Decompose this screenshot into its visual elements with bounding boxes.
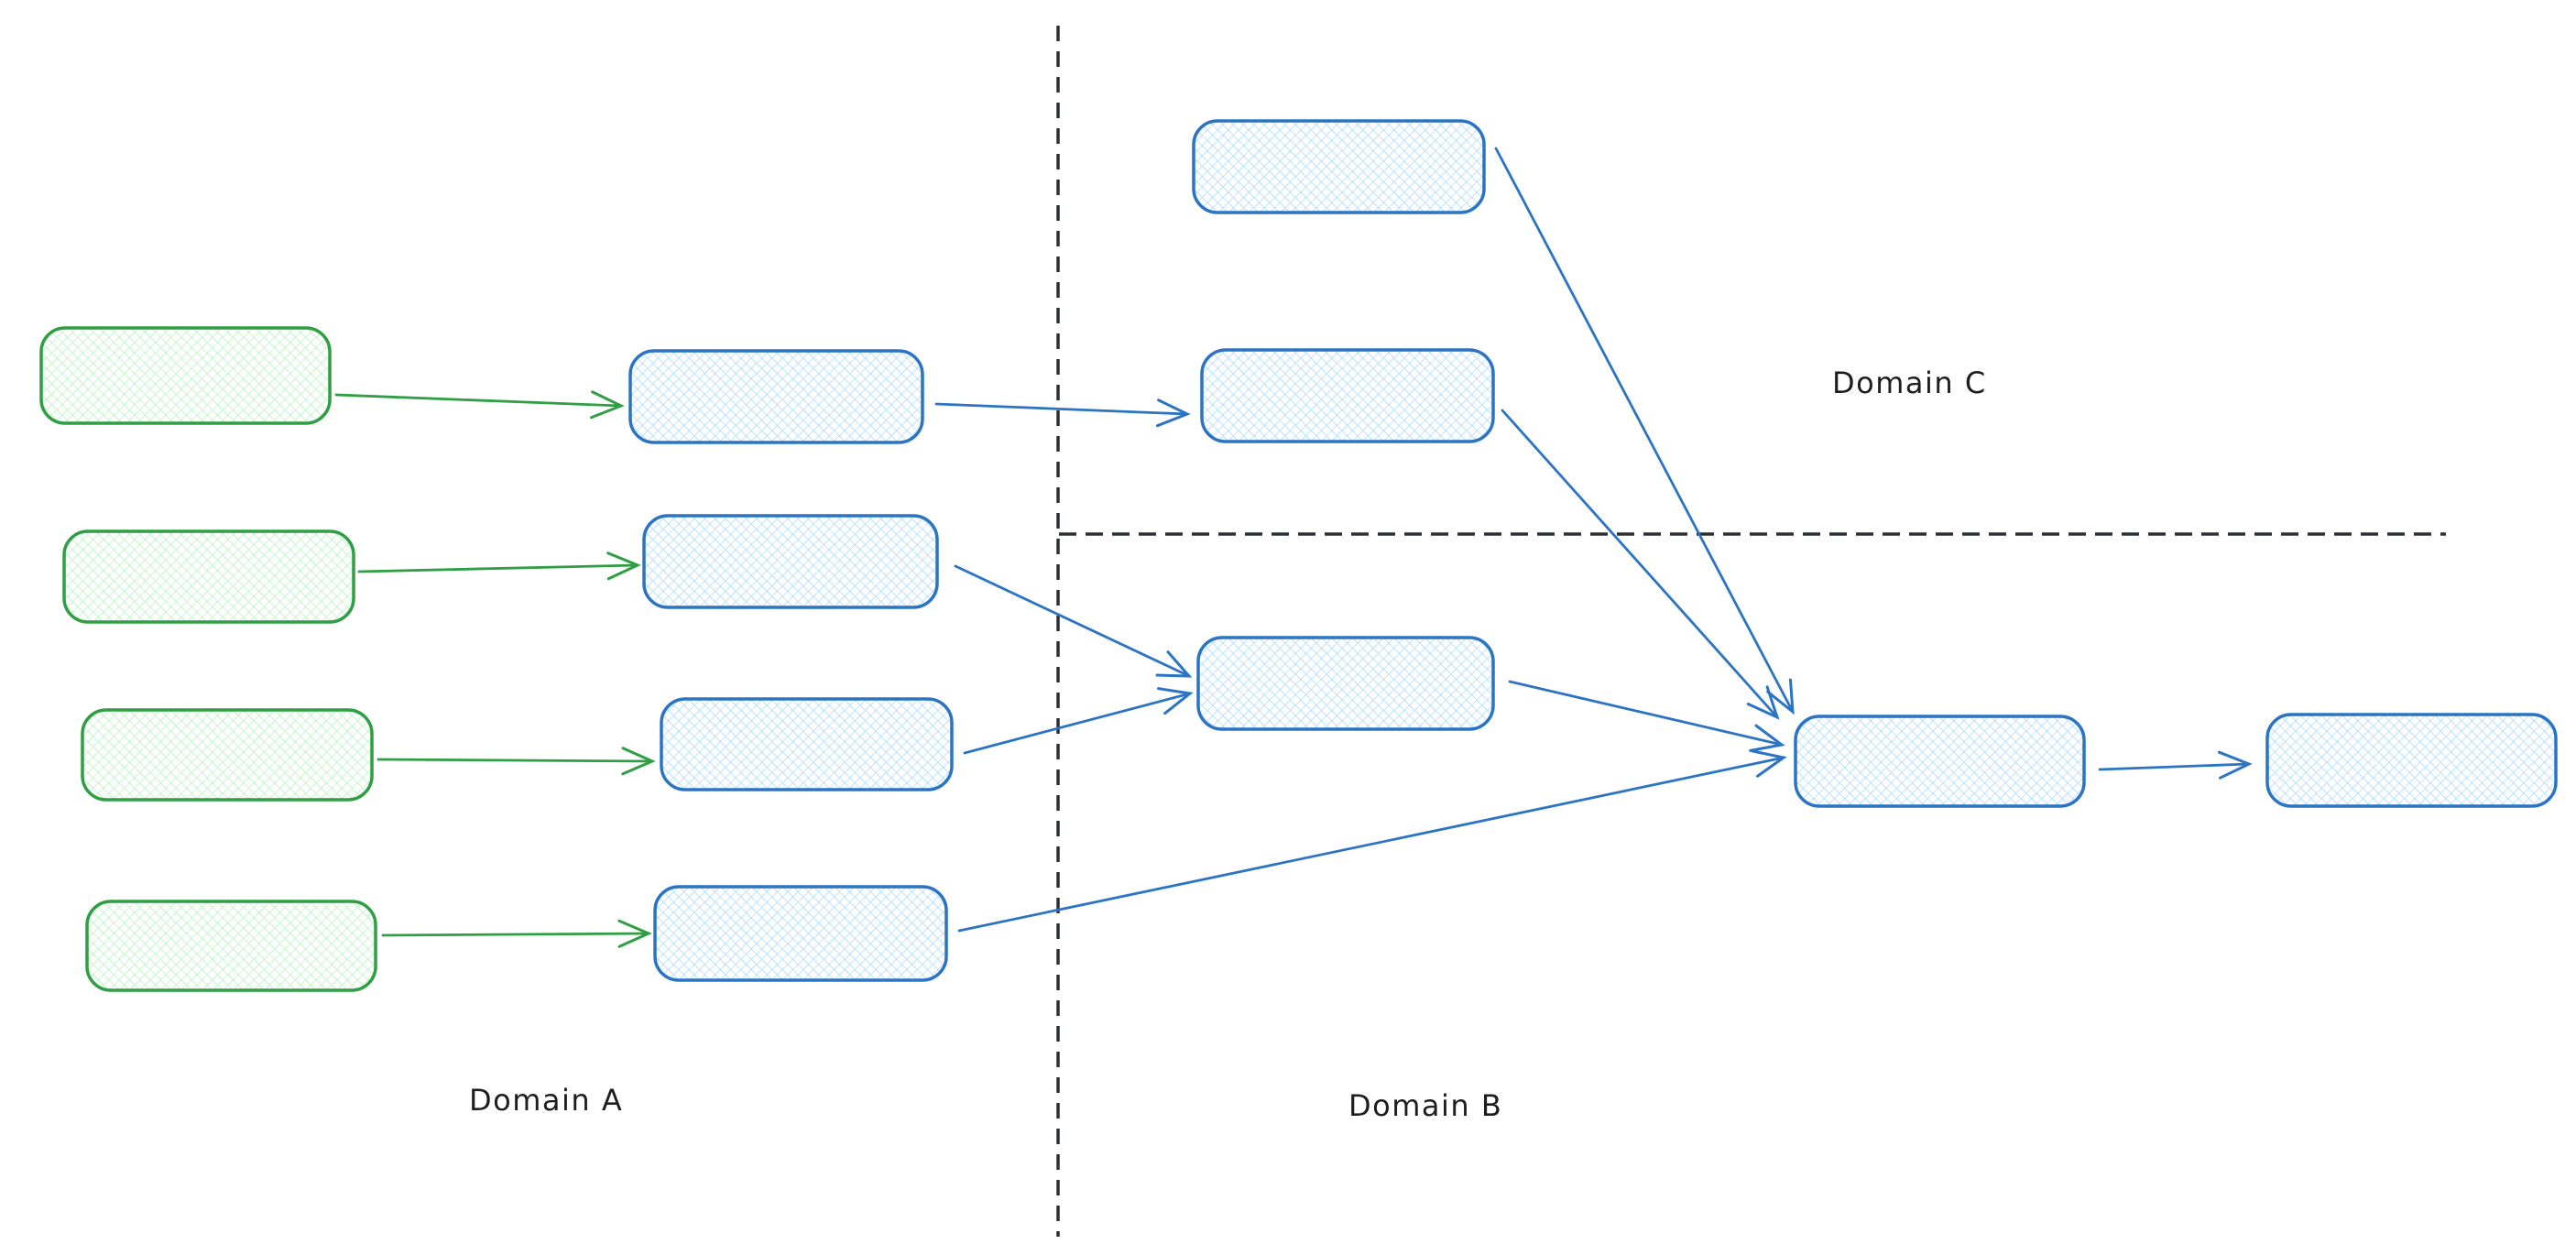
arrow-m4-to-hub[interactable]: [957, 749, 1787, 933]
arrow-mid-relay-to-hub[interactable]: [1508, 680, 1785, 752]
domain-b-label: Domain B: [1348, 1088, 1502, 1123]
arrow-top-box-to-hub[interactable]: [1494, 147, 1795, 715]
arrow-m1-to-upper-relay[interactable]: [934, 398, 1191, 428]
mid-blue-box-2[interactable]: [642, 514, 939, 609]
green-box-2[interactable]: [62, 529, 355, 624]
arrow-m3-to-mid-relay[interactable]: [963, 687, 1194, 755]
mid-blue-box-3[interactable]: [660, 697, 954, 791]
green-box-1[interactable]: [39, 326, 332, 425]
arrow-g2-to-m2[interactable]: [357, 551, 641, 581]
arrow-upper-relay-to-hub[interactable]: [1501, 409, 1780, 720]
arrow-g1-to-m1[interactable]: [334, 390, 625, 420]
top-blue-box[interactable]: [1192, 119, 1486, 214]
upper-relay-box[interactable]: [1200, 348, 1495, 443]
mid-blue-box-4[interactable]: [653, 885, 948, 982]
green-box-4[interactable]: [85, 900, 377, 992]
arrow-m2-to-mid-relay[interactable]: [954, 564, 1193, 678]
domain-a-label: Domain A: [469, 1083, 623, 1118]
arrow-g4-to-m4[interactable]: [381, 919, 652, 948]
mid-blue-box-1[interactable]: [628, 349, 924, 444]
arrow-hub-to-end[interactable]: [2098, 750, 2253, 780]
mid-relay-box[interactable]: [1196, 636, 1495, 731]
arrow-g3-to-m3[interactable]: [377, 747, 656, 776]
hub-box[interactable]: [1794, 715, 2086, 808]
end-box[interactable]: [2265, 713, 2558, 808]
green-box-3[interactable]: [81, 708, 374, 802]
domain-c-label: Domain C: [1832, 366, 1987, 400]
